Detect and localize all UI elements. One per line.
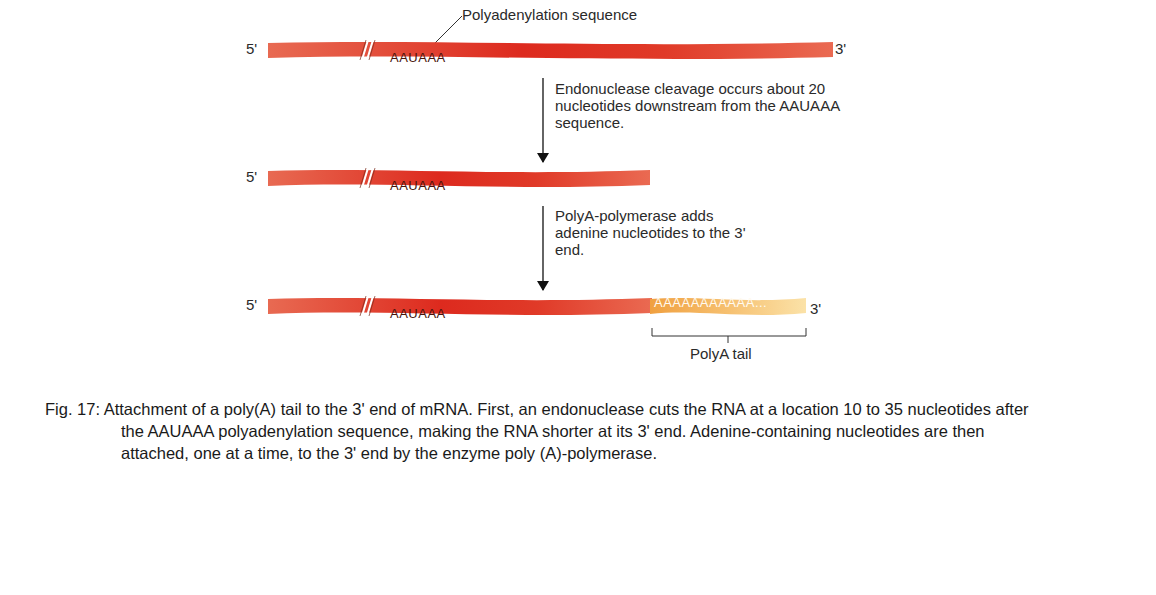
end-label: 5' [246,40,257,57]
annotation-label: PolyA tail [690,345,752,362]
band-body [268,42,833,59]
process-arrow [542,206,543,290]
tail-sequence: AAAAAAAAAAA... [654,296,767,310]
polya-tail: AAAAAAAAAAA... [650,294,806,320]
end-label: 5' [246,168,257,185]
sequence-text: AAUAAA [390,51,446,65]
rna-band-shape [268,166,650,192]
break-mark-edge [360,296,375,316]
rna-band-shape [268,38,833,64]
sequence-text: AAUAAA [390,179,446,193]
end-label: 3' [810,300,821,317]
break-mark-edge [360,40,375,60]
annotation-label: Polyadenylation sequence [462,6,637,23]
end-label: 5' [246,296,257,313]
end-label: 3' [835,40,846,57]
sequence-text: AAUAAA [390,307,446,321]
break-mark-edge [360,168,375,188]
process-arrow [542,78,543,162]
step-label: PolyA-polymerase adds adenine nucleotide… [555,207,755,258]
mrna-strand: AAUAAA [268,294,652,320]
figure-caption: Fig. 17: Attachment of a poly(A) tail to… [45,398,1056,464]
mrna-strand: AAUAAA [268,38,833,64]
break-mark [362,296,373,316]
band-body [268,170,650,187]
break-mark [362,168,373,188]
rna-band-shape [268,294,652,320]
tail-bracket [652,328,806,343]
step-label: Endonuclease cleavage occurs about 20 nu… [555,80,855,131]
band-body [268,298,652,315]
mrna-strand: AAUAAA [268,166,650,192]
break-mark [362,40,373,60]
